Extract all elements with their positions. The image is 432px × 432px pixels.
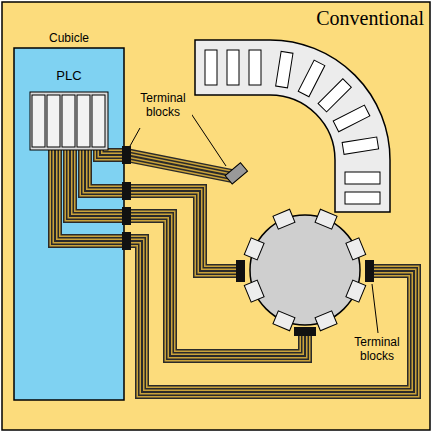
wire-bundle <box>70 150 305 356</box>
wire-bundle <box>55 150 414 392</box>
terminal-blocks <box>122 146 374 336</box>
terminal-block <box>122 207 131 225</box>
plc-rack <box>30 92 108 150</box>
terminal-block <box>365 260 374 282</box>
conveyor-slat <box>342 137 378 154</box>
plc-label: PLC <box>30 68 108 83</box>
leader-line <box>130 128 140 146</box>
terminal-block <box>122 146 131 164</box>
leader-line <box>190 112 226 166</box>
terminal-label: Terminal blocks <box>134 92 192 120</box>
terminal-block <box>225 163 247 184</box>
cubicle-heading: Cubicle <box>14 31 124 45</box>
terminal-block <box>294 327 316 336</box>
table-station <box>346 280 366 302</box>
plc-rack <box>30 92 108 150</box>
wire-bundle <box>100 150 232 176</box>
wire-bundle <box>70 150 305 356</box>
terminal-label: Terminal blocks <box>348 336 406 364</box>
wire-bundles <box>55 150 414 392</box>
wire-bundle <box>55 150 414 392</box>
plc-module <box>92 95 105 147</box>
table-station <box>244 238 264 260</box>
table-station <box>315 311 337 331</box>
cubicle-fill <box>14 48 124 400</box>
conveyor-slat <box>333 105 370 132</box>
wire-bundle <box>55 150 414 392</box>
table-station <box>346 238 366 260</box>
plc-module <box>47 95 60 147</box>
wire-bundle <box>70 150 305 356</box>
conveyor-slat <box>227 50 239 85</box>
plc-module <box>62 95 75 147</box>
conveyor-slat <box>298 60 325 97</box>
table-disc <box>250 215 360 325</box>
wire-bundle <box>55 150 414 392</box>
wire-bundle <box>70 150 305 356</box>
table-station <box>315 209 337 229</box>
rotary-table <box>244 209 365 330</box>
conveyor <box>195 40 390 212</box>
wire-bundle <box>100 150 232 176</box>
title: Conventional <box>316 7 424 30</box>
conveyor-slat <box>318 79 351 112</box>
conveyor-body <box>195 40 390 212</box>
terminal-block <box>122 182 131 200</box>
table-station <box>244 280 264 302</box>
table-station <box>273 209 295 229</box>
conveyor-slat <box>345 172 380 184</box>
wire-bundle <box>100 150 232 176</box>
wire-bundle <box>100 150 232 176</box>
cubicle: CubiclePLC <box>14 48 124 400</box>
conveyor-slat <box>276 51 293 87</box>
plc-module <box>32 95 45 147</box>
plc-module <box>77 95 90 147</box>
terminal-block <box>122 232 131 250</box>
conveyor-slat <box>249 50 261 85</box>
terminal-block <box>236 260 245 282</box>
table-station <box>273 311 295 331</box>
wire-bundle <box>55 150 414 392</box>
wire-bundle <box>70 150 305 356</box>
conveyor-slat <box>345 192 380 204</box>
wire-bundle <box>100 150 232 176</box>
leader-line <box>372 284 378 333</box>
leader-lines <box>130 112 378 333</box>
conveyor-slat <box>205 50 217 85</box>
plc-unit: PLC <box>30 68 108 150</box>
